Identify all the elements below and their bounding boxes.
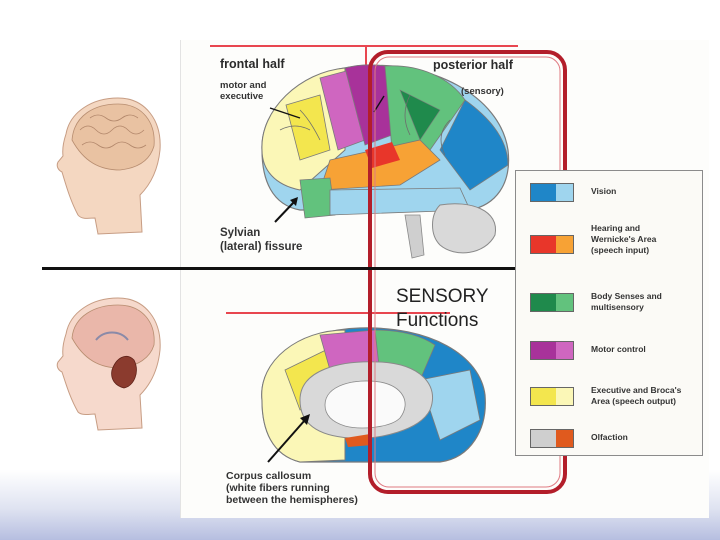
horizontal-divider	[42, 267, 520, 270]
legend-label: Olfaction	[591, 432, 628, 442]
frontal-half-heading: frontal half	[220, 57, 285, 71]
head-medial-icon	[56, 297, 161, 431]
head-lateral-icon	[56, 97, 161, 235]
legend-swatch	[530, 293, 574, 312]
corpus-pointer-arrow	[267, 414, 310, 463]
legend-swatch	[530, 429, 574, 448]
function-legend: Vision Hearing and Wernicke's Area (spee…	[515, 170, 703, 456]
frontal-half-subtitle: motor and executive	[220, 80, 267, 102]
legend-swatch	[530, 183, 574, 202]
medial-brain-illustration	[261, 327, 486, 463]
legend-label: Motor control	[591, 344, 646, 354]
legend-label: Body Senses and multisensory	[591, 291, 662, 312]
legend-swatch	[530, 341, 574, 360]
sylvian-fissure-label: Sylvian (lateral) fissure	[220, 227, 303, 253]
lateral-inner-arrow	[269, 95, 385, 119]
legend-label: Vision	[591, 186, 617, 196]
legend-swatch	[530, 387, 574, 406]
posterior-half-heading: posterior half	[433, 58, 513, 72]
legend-label: Hearing and Wernicke's Area (speech inpu…	[591, 223, 657, 255]
legend-label: Executive and Broca's Area (speech outpu…	[591, 385, 682, 406]
fissure-pointer-arrow	[274, 197, 298, 223]
sensory-functions-label: SENSORY Functions	[396, 286, 489, 331]
legend-swatch	[530, 235, 574, 254]
corpus-callosum-label: Corpus callosum (white fibers running be…	[226, 470, 358, 506]
posterior-half-subtitle: (sensory)	[461, 86, 504, 97]
